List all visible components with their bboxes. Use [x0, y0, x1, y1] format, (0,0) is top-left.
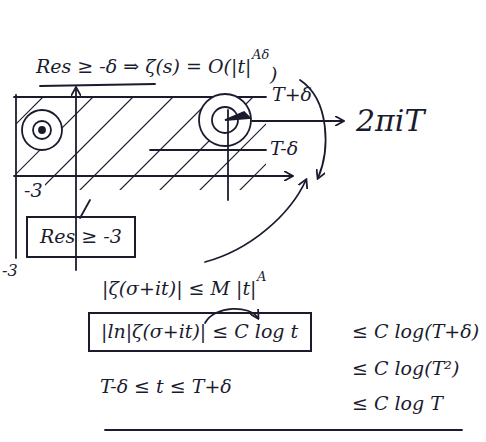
handwritten-note: 2πiT [356, 104, 424, 139]
handwritten-note: T-δ [270, 138, 298, 160]
handwritten-note: Aδ [252, 48, 269, 63]
handwritten-note: -3 [2, 262, 18, 280]
handwritten-note: ≤ C log(T²) [352, 358, 459, 380]
boxed-formula: |ln|ζ(σ+it)| ≤ C log t [88, 312, 312, 352]
handwritten-note: A [257, 270, 266, 285]
handwritten-note: ≤ C log(T+δ) [352, 321, 479, 343]
handwritten-note: T+δ [272, 84, 312, 106]
boxed-formula: Res ≥ -3 [26, 216, 136, 258]
formula-text: |ln|ζ(σ+it)| ≤ C log t [101, 321, 299, 343]
formula-text: Res ≥ -3 [40, 226, 122, 248]
handwritten-note: -3 [22, 180, 45, 202]
handwritten-note: |ζ(σ+it)| ≤ M |t| [102, 278, 256, 300]
handwritten-note: ) [270, 64, 277, 86]
handwritten-note: ≤ C log T [352, 393, 443, 415]
handwritten-note: Res ≥ -δ ⇒ ζ(s) = O(|t| [36, 56, 251, 78]
handwritten-note: T-δ ≤ t ≤ T+δ [100, 376, 232, 398]
